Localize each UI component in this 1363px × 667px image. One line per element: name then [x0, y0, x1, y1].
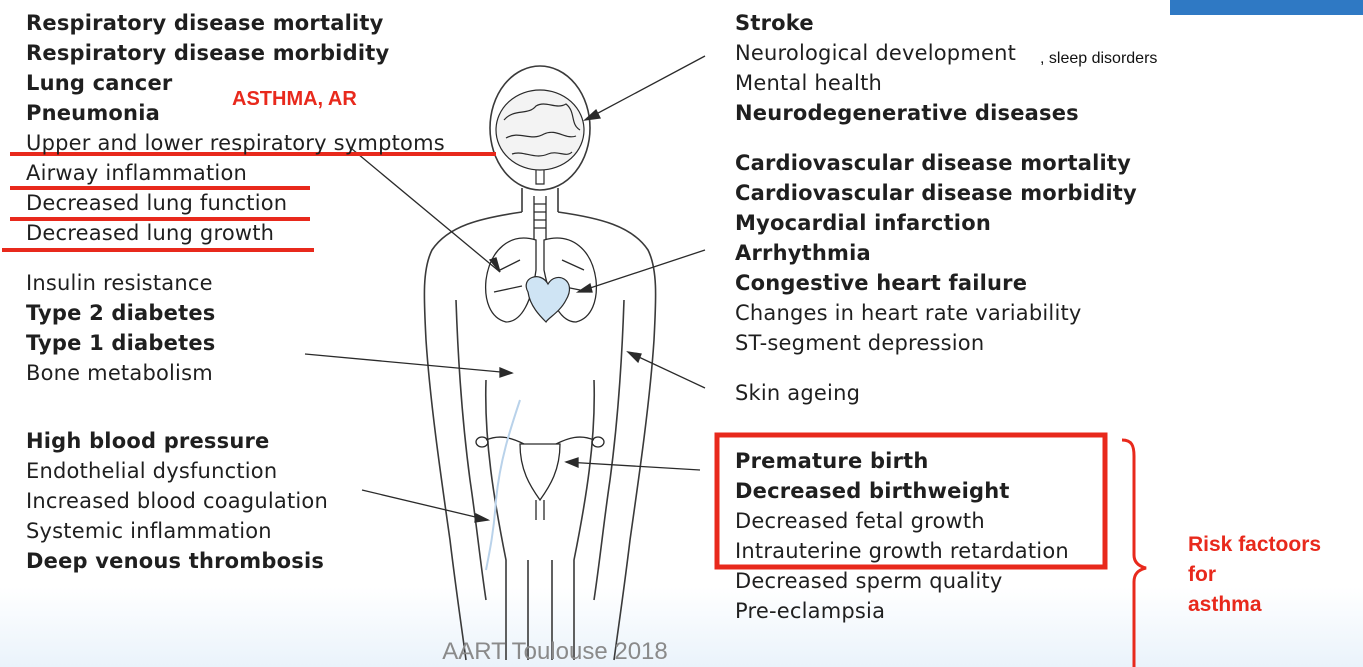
brain-illustration [496, 90, 584, 184]
heart-illustration [526, 277, 569, 322]
vascular-group: High blood pressure Endothelial dysfunct… [26, 426, 445, 576]
footer-text: AART Toulouse 2018 [0, 638, 1110, 666]
metabolic-group: Insulin resistance Type 2 diabetes Type … [26, 268, 445, 388]
right-item: Cardiovascular disease morbidity [735, 178, 1137, 208]
right-item: Changes in heart rate variability [735, 298, 1137, 328]
right-item: Decreased sperm quality [735, 566, 1137, 596]
right-column: Stroke Neurological development Mental h… [735, 8, 1137, 646]
reproductive-group: Premature birth Decreased birthweight De… [735, 446, 1137, 626]
sleep-disorders-note: , sleep disorders [1040, 50, 1157, 68]
right-item: Mental health [735, 68, 1137, 98]
right-item: Congestive heart failure [735, 268, 1137, 298]
left-item: Endothelial dysfunction [26, 456, 445, 486]
left-item: Increased blood coagulation [26, 486, 445, 516]
left-item: Respiratory disease mortality [26, 8, 445, 38]
left-item: Insulin resistance [26, 268, 445, 298]
left-item: Bone metabolism [26, 358, 445, 388]
left-item: Systemic inflammation [26, 516, 445, 546]
left-item: Type 1 diabetes [26, 328, 445, 358]
right-item: Decreased birthweight [735, 476, 1137, 506]
neuro-group: Stroke Neurological development Mental h… [735, 8, 1137, 128]
left-item: Type 2 diabetes [26, 298, 445, 328]
skin-group: Skin ageing [735, 378, 1137, 408]
right-item: Skin ageing [735, 378, 1137, 408]
right-item: Myocardial infarction [735, 208, 1137, 238]
right-item: Arrhythmia [735, 238, 1137, 268]
cardio-group: Cardiovascular disease mortality Cardiov… [735, 148, 1137, 358]
left-item: Respiratory disease morbidity [26, 38, 445, 68]
left-item: Upper and lower respiratory symptoms [26, 128, 445, 158]
right-item: Stroke [735, 8, 1137, 38]
asthma-ar-annotation: ASTHMA, AR [232, 88, 357, 111]
right-item: Pre-eclampsia [735, 596, 1137, 626]
right-item: Premature birth [735, 446, 1137, 476]
left-item: Decreased lung growth [26, 218, 445, 248]
respiratory-group: Respiratory disease mortality Respirator… [26, 8, 445, 248]
right-item: Intrauterine growth retardation [735, 536, 1137, 566]
right-item: ST-segment depression [735, 328, 1137, 358]
left-item: Deep venous thrombosis [26, 546, 445, 576]
risk-factors-label: Risk factoors for asthma [1188, 530, 1321, 620]
left-item: Airway inflammation [26, 158, 445, 188]
left-item: High blood pressure [26, 426, 445, 456]
risk-factors-line: asthma [1188, 590, 1321, 620]
right-item: Neurodegenerative diseases [735, 98, 1137, 128]
left-item: Decreased lung function [26, 188, 445, 218]
risk-factors-line: Risk factoors [1188, 530, 1321, 560]
risk-factors-line: for [1188, 560, 1321, 590]
right-item: Decreased fetal growth [735, 506, 1137, 536]
right-item: Cardiovascular disease mortality [735, 148, 1137, 178]
